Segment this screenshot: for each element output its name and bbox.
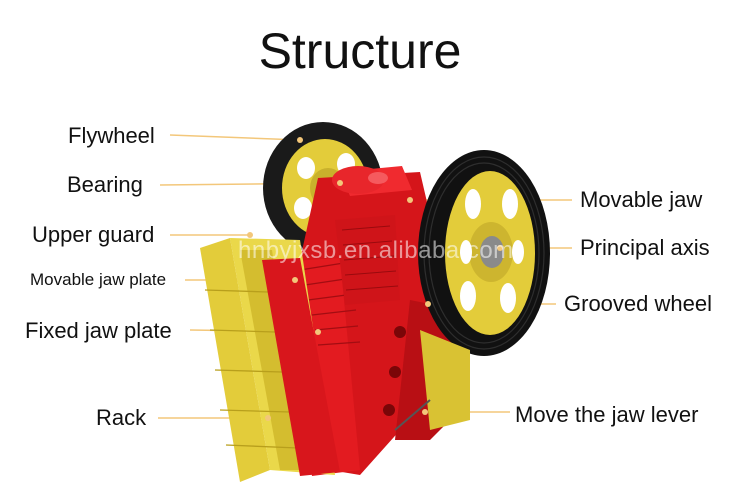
fixed-jaw-plate (262, 258, 340, 476)
label-grooved-wheel: Grooved wheel (564, 291, 712, 316)
label-fixed-jaw-plate: Fixed jaw plate (25, 318, 172, 343)
label-movable-jaw: Movable jaw (580, 187, 703, 212)
label-movable-jaw-plate: Movable jaw plate (30, 270, 167, 289)
leader-dots (247, 137, 503, 421)
label-move-jaw-lever: Move the jaw lever (515, 402, 699, 427)
jaw-lever-bracket (394, 330, 470, 431)
watermark: hnbyjxsb.en.alibaba.com (238, 237, 514, 264)
label-rack: Rack (96, 405, 147, 430)
label-flywheel: Flywheel (68, 123, 155, 148)
diagram-title: Structure (258, 23, 462, 79)
label-bearing: Bearing (67, 172, 143, 197)
leader-flywheel (169, 134, 301, 141)
grooved-wheel (418, 150, 550, 356)
label-upper-guard: Upper guard (32, 222, 155, 247)
label-principal-axis: Principal axis (580, 235, 710, 260)
